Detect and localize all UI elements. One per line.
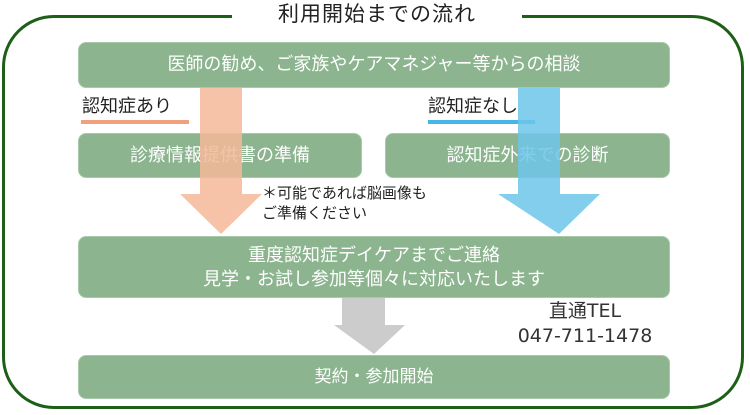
phone-number[interactable]: 047-711-1478 xyxy=(517,325,653,347)
step-contact-line-2: 見学・お試し参加等個々に対応いたします xyxy=(203,269,545,290)
step-dementia-clinic-diagnosis: 認知症外来での診断 xyxy=(385,133,670,178)
branch-label-without-dementia: 認知症なし xyxy=(428,96,518,117)
step-medical-info-letter: 診療情報提供書の準備 xyxy=(78,133,362,178)
note-line-2: ご準備ください xyxy=(262,204,368,222)
phone-label: 直通TEL xyxy=(548,300,622,322)
branch-underline-with-dementia xyxy=(81,120,189,124)
step-contact-daycare: 重度認知症デイケアまでご連絡 見学・お試し参加等個々に対応いたします xyxy=(78,236,670,298)
step-contact-line-1: 重度認知症デイケアまでご連絡 xyxy=(248,245,500,266)
title-background xyxy=(232,2,522,30)
step-medical-info-letter-text: 診療情報提供書の準備 xyxy=(130,145,310,166)
step-contract-start: 契約・参加開始 xyxy=(78,355,670,399)
step-consultation: 医師の勧め、ご家族やケアマネジャー等からの相談 xyxy=(78,42,670,88)
step-dementia-clinic-diagnosis-text: 認知症外来での診断 xyxy=(446,145,609,166)
brain-image-note: ＊可能であれば脳画像も ご準備ください xyxy=(262,183,427,223)
branch-label-with-dementia: 認知症あり xyxy=(82,96,172,117)
step-contract-start-text: 契約・参加開始 xyxy=(314,367,434,387)
diagram-title: 利用開始までの流れ xyxy=(278,2,476,26)
note-line-1: ＊可能であれば脳画像も xyxy=(262,184,427,202)
branch-underline-without-dementia xyxy=(428,120,535,124)
direct-phone: 直通TEL 047-711-1478 xyxy=(505,299,665,349)
step-consultation-text: 医師の勧め、ご家族やケアマネジャー等からの相談 xyxy=(167,54,581,75)
